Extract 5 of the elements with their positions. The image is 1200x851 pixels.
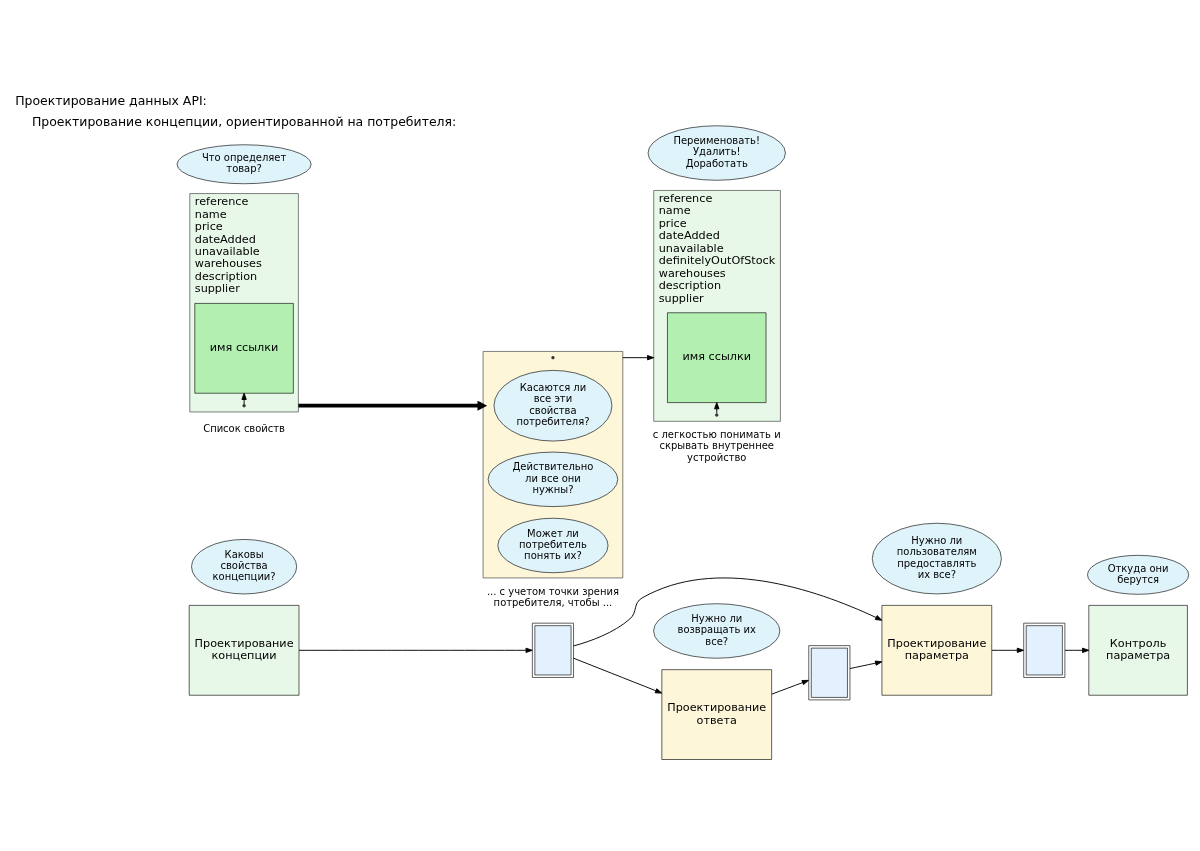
node-label: ... с учетом точки зрения потребителя, чтобы ... — [486, 585, 619, 608]
label: Проектирование концепции, ориентированной на потребителя: — [31, 113, 457, 129]
node-label: с легкостью понимать и скрывать внутреннее устройство — [652, 428, 781, 462]
diagram-title: Проектирование данных API: — [15, 92, 207, 108]
node-label: Список свойств — [203, 422, 286, 434]
